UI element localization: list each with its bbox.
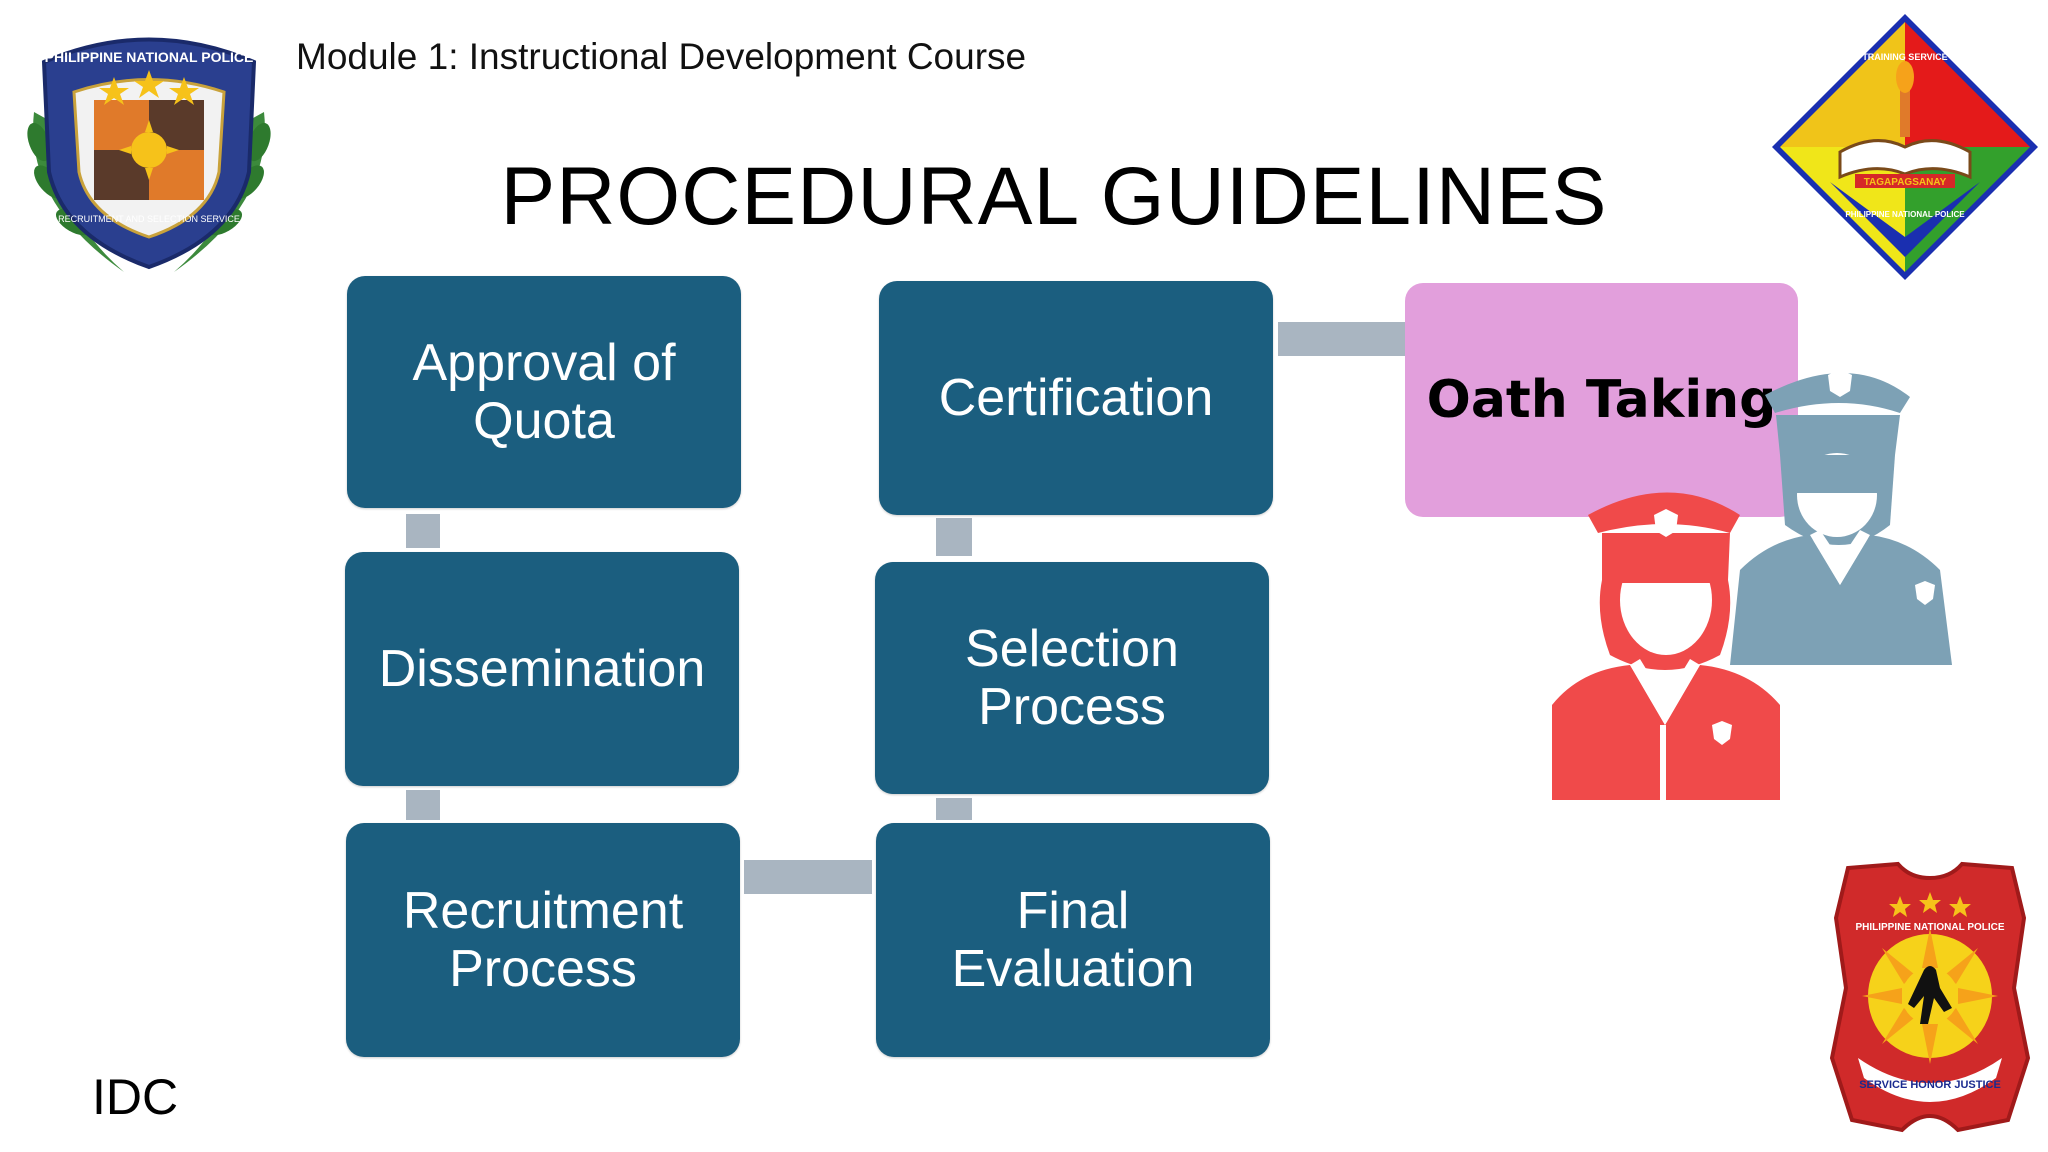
pnp-badge-logo: SERVICE HONOR JUSTICE PHILIPPINE NATIONA… xyxy=(1828,858,2032,1138)
training-service-logo: TAGAPAGSANAY TRAINING SERVICE PHILIPPINE… xyxy=(1770,12,2040,282)
step-certification[interactable]: Certification xyxy=(879,281,1273,515)
step-label: Approval of Quota xyxy=(412,334,676,450)
connector-4-5 xyxy=(936,798,972,820)
step-label: Certification xyxy=(938,369,1214,427)
step-oath-taking[interactable]: Oath Taking xyxy=(1405,283,1798,517)
connector-3-4 xyxy=(744,860,872,894)
svg-text:PHILIPPINE NATIONAL POLICE: PHILIPPINE NATIONAL POLICE xyxy=(45,49,254,65)
module-title: Module 1: Instructional Development Cour… xyxy=(296,36,1027,77)
svg-text:RECRUITMENT AND SELECTION SERV: RECRUITMENT AND SELECTION SERVICE xyxy=(58,214,240,224)
svg-text:SERVICE HONOR JUSTICE: SERVICE HONOR JUSTICE xyxy=(1859,1079,2001,1091)
step-label: Oath Taking xyxy=(1426,370,1777,430)
connector-5-6 xyxy=(936,518,972,556)
page-title-text: PROCEDURAL GUIDELINES xyxy=(500,151,1608,242)
footer-label: IDC xyxy=(92,1069,179,1125)
step-label: Dissemination xyxy=(378,640,706,698)
svg-text:PHILIPPINE NATIONAL POLICE: PHILIPPINE NATIONAL POLICE xyxy=(1855,922,2004,933)
connector-2-3 xyxy=(406,790,440,820)
step-recruitment-process[interactable]: Recruitment Process xyxy=(346,823,740,1057)
step-label: Final Evaluation xyxy=(951,882,1195,998)
step-label: Selection Process xyxy=(965,620,1179,736)
step-selection-process[interactable]: Selection Process xyxy=(875,562,1269,794)
svg-text:PHILIPPINE NATIONAL POLICE: PHILIPPINE NATIONAL POLICE xyxy=(1845,210,1965,219)
page-title: PROCEDURAL GUIDELINES xyxy=(0,150,2048,244)
svg-text:TAGAPAGSANAY: TAGAPAGSANAY xyxy=(1864,177,1947,188)
step-approval-of-quota[interactable]: Approval of Quota xyxy=(347,276,741,508)
police-officers-icon xyxy=(1540,355,1980,805)
step-final-evaluation[interactable]: Final Evaluation xyxy=(876,823,1270,1057)
svg-text:TRAINING SERVICE: TRAINING SERVICE xyxy=(1862,52,1947,62)
connector-1-2 xyxy=(406,514,440,548)
step-dissemination[interactable]: Dissemination xyxy=(345,552,739,786)
pnp-rss-logo: PHILIPPINE NATIONAL POLICE RECRUITMENT A… xyxy=(14,22,284,282)
step-label: Recruitment Process xyxy=(402,882,684,998)
